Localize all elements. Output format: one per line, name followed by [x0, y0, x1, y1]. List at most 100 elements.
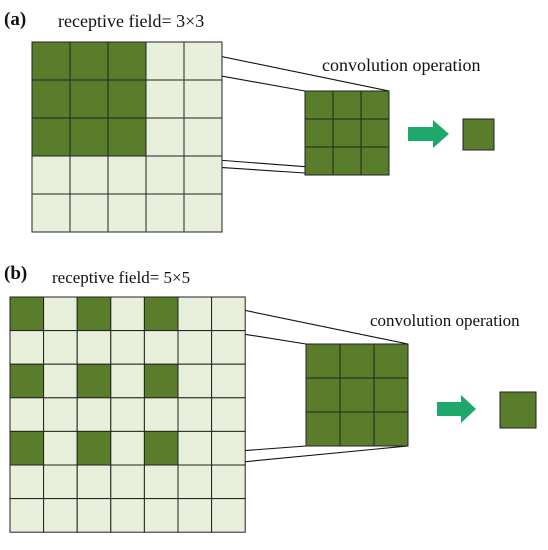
panel-b-input-cell-6-1 — [43, 498, 78, 533]
panel-a-input-cell-1-3 — [145, 79, 185, 119]
panel-a-operation-text: convolution operation — [322, 55, 480, 75]
panel-a-input-cell-2-1 — [69, 117, 109, 157]
panel-b-input-cell-2-2 — [76, 363, 112, 399]
panel-b-arrow-icon — [437, 395, 476, 423]
panel-b-input-cell-3-2 — [76, 397, 112, 432]
panel-b-input-cell-3-6 — [211, 397, 246, 432]
panel-b-input-cell-0-1 — [43, 296, 78, 332]
panel-a-input-cell-0-4 — [183, 41, 223, 81]
panel-a-input-cell-4-3 — [145, 193, 185, 233]
panel-a-input-cell-4-1 — [69, 193, 109, 233]
panel-b-input-cell-3-5 — [177, 397, 213, 432]
panel-b-input-cell-6-2 — [76, 498, 112, 533]
panel-b-input-cell-5-6 — [211, 464, 246, 500]
panel-a-input-cell-3-4 — [183, 155, 223, 195]
panel-b-kernel-cell-1-1 — [339, 377, 375, 413]
panel-b: (b) receptive field= 5×5 convolution ope… — [4, 263, 537, 533]
panel-b-input-cell-3-1 — [43, 397, 78, 432]
panel-b-input-cell-4-1 — [43, 430, 78, 466]
panel-b-input-cell-3-3 — [110, 397, 145, 432]
panel-b-input-cell-2-1 — [43, 363, 78, 399]
panel-a-input-cell-2-2 — [107, 117, 147, 157]
panel-b-kernel-cell-2-1 — [339, 411, 375, 447]
panel-b-operation-text: convolution operation — [370, 311, 520, 330]
panel-b-kernel-cell-2-0 — [305, 411, 341, 447]
panel-b-input-cell-2-4 — [143, 363, 179, 399]
panel-a-label: (a) — [4, 9, 26, 30]
panel-b-kernel-grid — [305, 343, 409, 447]
panel-a-input-cell-1-2 — [107, 79, 147, 119]
panel-b-kernel-cell-0-2 — [373, 343, 409, 379]
panel-a-kernel-cell-0-2 — [360, 90, 390, 120]
panel-b-input-cell-1-4 — [143, 330, 179, 365]
panel-b-input-cell-4-6 — [211, 430, 246, 466]
panel-a: (a) receptive field= 3×3 convolution ope… — [4, 9, 495, 233]
panel-b-input-cell-3-0 — [9, 397, 45, 432]
panel-a-input-cell-1-1 — [69, 79, 109, 119]
panel-b-input-grid — [9, 296, 246, 533]
panel-a-kernel-cell-2-1 — [332, 146, 362, 176]
panel-a-input-cell-0-1 — [69, 41, 109, 81]
panel-b-input-cell-0-6 — [211, 296, 246, 332]
panel-b-input-cell-5-4 — [143, 464, 179, 500]
panel-b-input-cell-2-5 — [177, 363, 213, 399]
panel-b-kernel-cell-1-0 — [305, 377, 341, 413]
panel-b-input-cell-6-6 — [211, 498, 246, 533]
panel-b-input-cell-5-5 — [177, 464, 213, 500]
panel-a-kernel-cell-1-1 — [332, 118, 362, 148]
panel-a-input-cell-4-2 — [107, 193, 147, 233]
panel-b-input-cell-6-3 — [110, 498, 145, 533]
panel-b-input-cell-0-2 — [76, 296, 112, 332]
panel-b-input-cell-5-0 — [9, 464, 45, 500]
panel-b-input-cell-4-2 — [76, 430, 112, 466]
panel-a-input-cell-4-4 — [183, 193, 223, 233]
panel-b-receptive-field-text: receptive field= 5×5 — [52, 268, 190, 287]
panel-b-kernel-cell-0-0 — [305, 343, 341, 379]
panel-a-kernel-cell-0-0 — [304, 90, 334, 120]
panel-b-input-cell-1-1 — [43, 330, 78, 365]
panel-a-input-cell-2-4 — [183, 117, 223, 157]
panel-b-input-cell-4-5 — [177, 430, 213, 466]
panel-a-kernel-grid — [304, 90, 390, 176]
panel-a-input-cell-2-3 — [145, 117, 185, 157]
panel-b-kernel-cell-0-1 — [339, 343, 375, 379]
panel-a-input-cell-3-2 — [107, 155, 147, 195]
panel-b-output-cell — [499, 391, 537, 429]
panel-a-kernel-cell-2-0 — [304, 146, 334, 176]
panel-b-input-cell-0-0 — [9, 296, 45, 332]
panel-b-input-cell-0-4 — [143, 296, 179, 332]
panel-b-input-cell-6-4 — [143, 498, 179, 533]
panel-b-kernel-cell-1-2 — [373, 377, 409, 413]
panel-b-input-cell-1-0 — [9, 330, 45, 365]
panel-a-kernel-cell-2-2 — [360, 146, 390, 176]
panel-a-input-cell-3-0 — [31, 155, 71, 195]
panel-b-label: (b) — [4, 263, 27, 284]
panel-a-input-cell-1-0 — [31, 79, 71, 119]
panel-b-input-cell-2-0 — [9, 363, 45, 399]
panel-b-input-cell-1-2 — [76, 330, 112, 365]
panel-a-input-grid — [31, 41, 223, 233]
panel-b-input-cell-1-3 — [110, 330, 145, 365]
panel-b-input-cell-1-6 — [211, 330, 246, 365]
panel-b-input-cell-0-3 — [110, 296, 145, 332]
panel-b-input-cell-5-2 — [76, 464, 112, 500]
panel-a-input-cell-4-0 — [31, 193, 71, 233]
panel-b-input-cell-3-4 — [143, 397, 179, 432]
panel-a-input-cell-1-4 — [183, 79, 223, 119]
panel-a-input-cell-3-3 — [145, 155, 185, 195]
panel-a-kernel-cell-1-0 — [304, 118, 334, 148]
panel-a-input-cell-0-0 — [31, 41, 71, 81]
panel-a-output-cell — [462, 118, 495, 151]
panel-b-input-cell-4-4 — [143, 430, 179, 466]
panel-a-input-cell-3-1 — [69, 155, 109, 195]
panel-a-input-cell-0-3 — [145, 41, 185, 81]
panel-b-input-cell-4-3 — [110, 430, 145, 466]
panel-b-input-cell-2-3 — [110, 363, 145, 399]
panel-b-input-cell-6-0 — [9, 498, 45, 533]
panel-a-input-cell-0-2 — [107, 41, 147, 81]
panel-b-input-cell-1-5 — [177, 330, 213, 365]
panel-b-input-cell-2-6 — [211, 363, 246, 399]
panel-b-input-cell-4-0 — [9, 430, 45, 466]
panel-a-kernel-cell-0-1 — [332, 90, 362, 120]
